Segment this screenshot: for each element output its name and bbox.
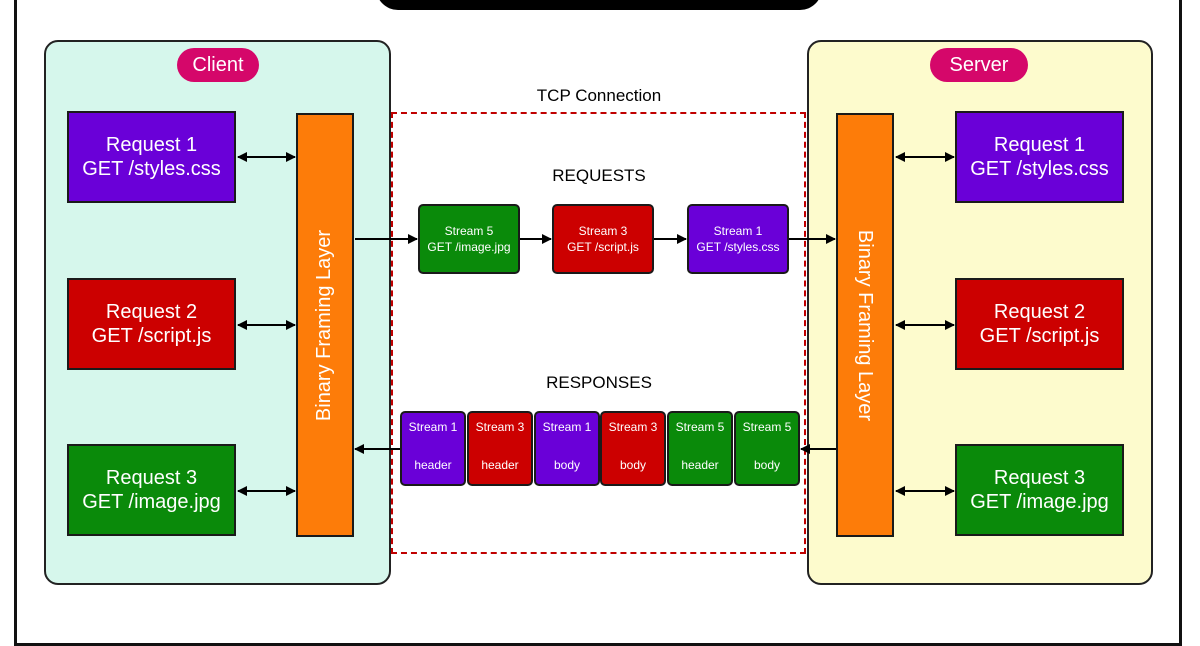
request-stream-3: Stream 3 GET /script.js <box>552 204 654 274</box>
requests-label: REQUESTS <box>552 166 646 185</box>
server-request-3-path: GET /image.jpg <box>970 491 1109 513</box>
client-binary-framing-layer: Binary Framing Layer <box>296 113 354 537</box>
request-stream-5: Stream 5 GET /image.jpg <box>418 204 520 274</box>
title-banner <box>376 0 822 10</box>
server-request-1-title: Request 1 <box>993 134 1086 156</box>
server-request-1-path: GET /styles.css <box>970 158 1109 180</box>
server-request-3: Request 3 GET /image.jpg <box>955 444 1124 536</box>
response-frame-5-part: header <box>681 458 719 472</box>
response-frame-6-part: body <box>753 458 781 472</box>
tcp-connection-box <box>391 112 806 554</box>
arrows-layer <box>237 152 955 496</box>
client-request-1-title: Request 1 <box>105 134 198 156</box>
client-request-3-title: Request 3 <box>105 467 198 489</box>
response-frame-4-part: body <box>619 458 647 472</box>
client-request-1: Request 1 GET /styles.css <box>67 111 236 203</box>
response-frame-stream-5-header: Stream 5 header <box>667 411 733 486</box>
server-request-2: Request 2 GET /script.js <box>955 278 1124 370</box>
client-label: Client <box>177 48 259 82</box>
request-stream-5-path: GET /image.jpg <box>427 240 511 254</box>
response-frame-stream-1-body: Stream 1 body <box>534 411 600 486</box>
response-frame-1-stream: Stream 1 <box>408 420 458 434</box>
client-request-3: Request 3 GET /image.jpg <box>67 444 236 536</box>
client-request-2-path: GET /script.js <box>91 325 212 347</box>
client-request-1-path: GET /styles.css <box>82 158 221 180</box>
response-frame-3-stream: Stream 1 <box>542 420 592 434</box>
request-stream-1-id: Stream 1 <box>713 224 763 238</box>
client-request-2-title: Request 2 <box>105 301 198 323</box>
response-frame-stream-3-body: Stream 3 body <box>600 411 666 486</box>
response-frame-1-part: header <box>414 458 452 472</box>
response-frame-6-stream: Stream 5 <box>742 420 792 434</box>
response-frame-5-stream: Stream 5 <box>675 420 725 434</box>
request-stream-1: Stream 1 GET /styles.css <box>687 204 789 274</box>
server-request-2-title: Request 2 <box>993 301 1086 323</box>
server-request-1: Request 1 GET /styles.css <box>955 111 1124 203</box>
request-stream-3-path: GET /script.js <box>567 240 639 254</box>
responses-label: RESPONSES <box>546 373 652 392</box>
server-label: Server <box>930 48 1028 82</box>
server-request-2-path: GET /script.js <box>979 325 1100 347</box>
request-stream-1-path: GET /styles.css <box>696 240 780 254</box>
tcp-connection-label: TCP Connection <box>536 86 662 105</box>
response-frame-3-part: body <box>553 458 581 472</box>
response-frame-stream-5-body: Stream 5 body <box>734 411 800 486</box>
response-frame-2-stream: Stream 3 <box>475 420 525 434</box>
response-frame-stream-1-header: Stream 1 header <box>400 411 466 486</box>
server-request-3-title: Request 3 <box>993 467 1086 489</box>
response-frame-2-part: header <box>481 458 519 472</box>
response-frame-4-stream: Stream 3 <box>608 420 658 434</box>
request-stream-5-id: Stream 5 <box>444 224 494 238</box>
server-binary-framing-layer: Binary Framing Layer <box>836 113 894 537</box>
response-frame-stream-3-header: Stream 3 header <box>467 411 533 486</box>
client-request-3-path: GET /image.jpg <box>82 491 221 513</box>
request-stream-3-id: Stream 3 <box>578 224 628 238</box>
client-request-2: Request 2 GET /script.js <box>67 278 236 370</box>
